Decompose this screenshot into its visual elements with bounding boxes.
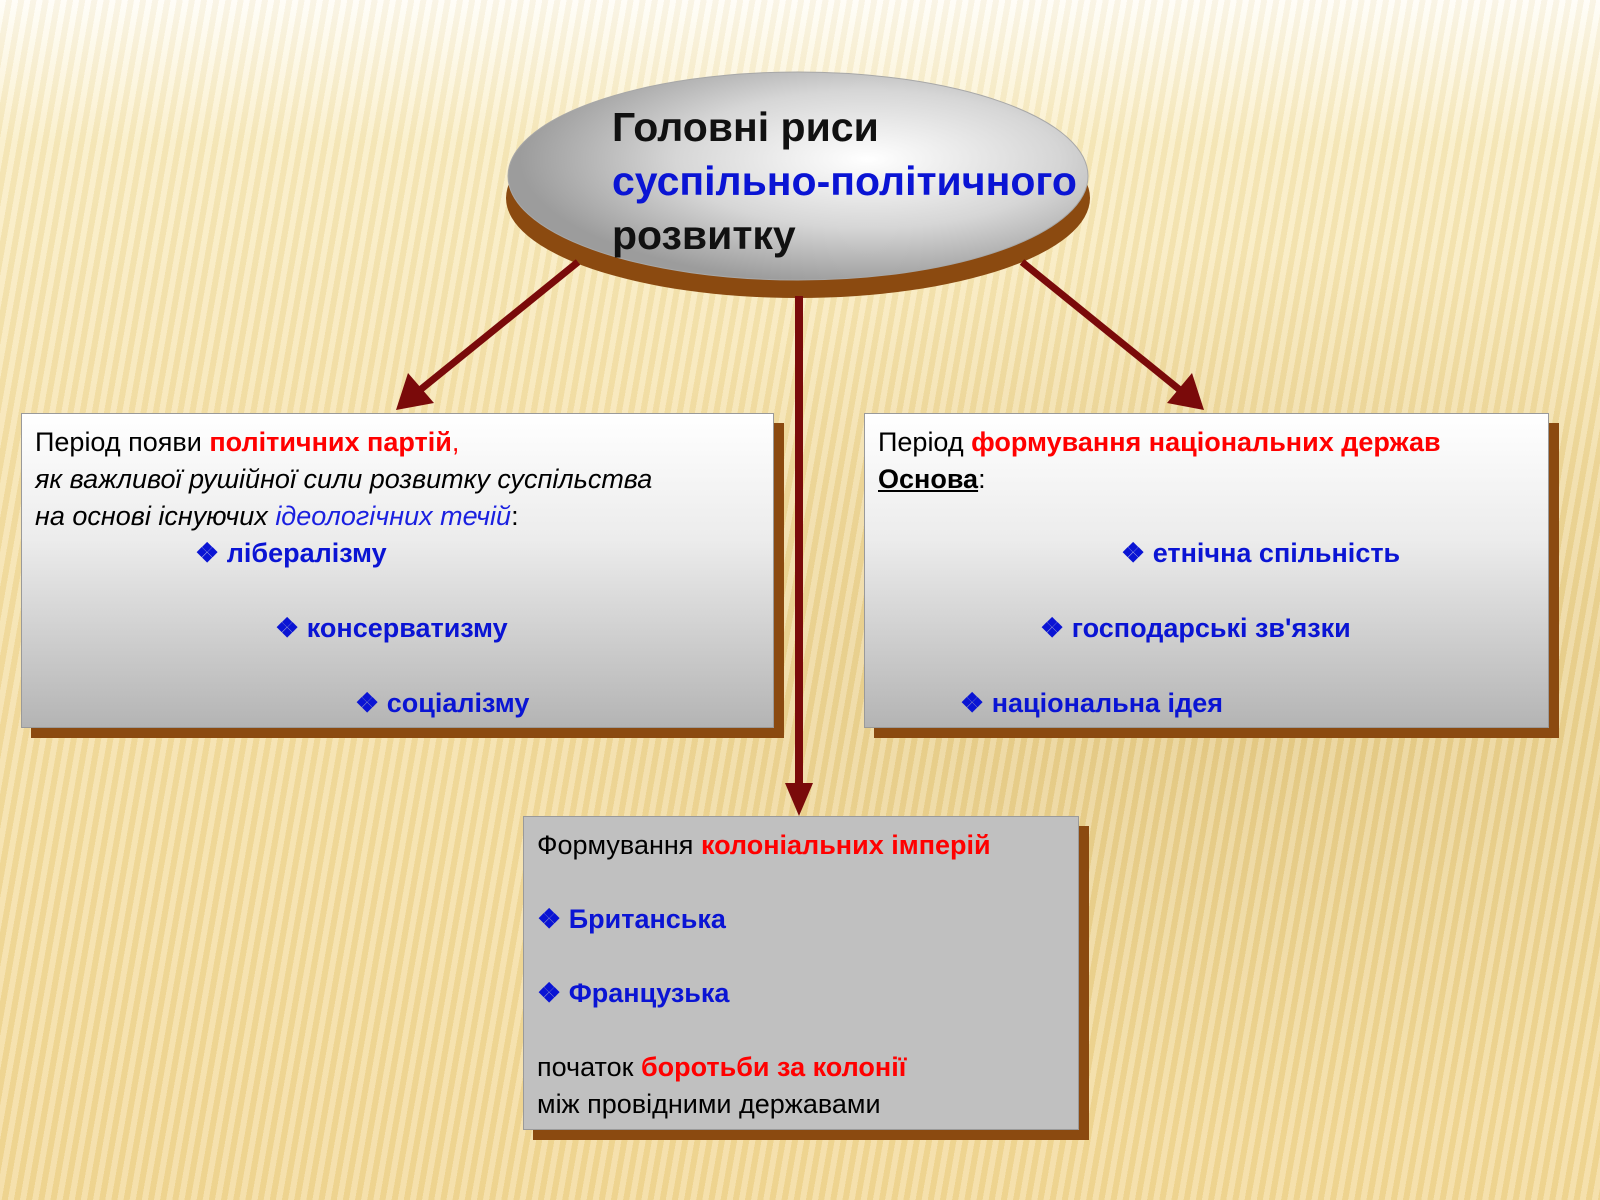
bottom-heading-prefix: Формування xyxy=(537,830,694,860)
diamond-bullet-icon: ❖ xyxy=(195,538,220,568)
basis-colon: : xyxy=(978,464,986,494)
right-box-heading: Період формування національних держав xyxy=(878,424,1441,461)
bottom-footer-line-2: між провідними державами xyxy=(537,1089,881,1119)
right-item-1: ❖ етнічна спільність xyxy=(1121,535,1400,572)
political-parties-box: Період появи політичних партій, як важли… xyxy=(21,413,774,728)
arrow-center xyxy=(785,296,813,816)
bottom-heading-highlight: колоніальних імперій xyxy=(700,830,991,860)
national-states-box: Період формування національних держав Ос… xyxy=(864,413,1549,728)
title-oval xyxy=(507,71,1089,281)
bottom-item-2: ❖ Французька xyxy=(537,975,729,1012)
left-item-1: ❖ лібералізму xyxy=(195,535,387,572)
arrow-left xyxy=(396,259,581,410)
diamond-bullet-icon: ❖ xyxy=(1121,538,1146,568)
left-box-heading: Період появи політичних партій, xyxy=(35,424,459,461)
left-box-line-2: як важливої рушійної сили розвитку суспі… xyxy=(35,464,653,494)
title-line-3: розвитку xyxy=(612,212,796,258)
left-line3-highlight: ідеологічних течій xyxy=(275,501,512,531)
left-heading-comma: , xyxy=(451,427,460,457)
diamond-bullet-icon: ❖ xyxy=(537,904,562,934)
right-item-3-label: національна ідея xyxy=(991,688,1223,718)
left-box-line-3: на основі існуючих ідеологічних течій: xyxy=(35,498,519,535)
bottom-item-1-label: Британська xyxy=(568,904,726,934)
diamond-bullet-icon: ❖ xyxy=(960,688,985,718)
bottom-item-2-label: Французька xyxy=(568,978,730,1008)
left-heading-highlight: політичних партій xyxy=(209,427,452,457)
footer-prefix: початок xyxy=(537,1052,634,1082)
colonial-empires-box: Формування колоніальних імперій ❖ Британ… xyxy=(523,816,1079,1130)
title-line-2: суспільно-політичного xyxy=(612,158,1077,204)
basis-label: Основа xyxy=(878,464,979,494)
left-heading-prefix: Період появи xyxy=(35,427,202,457)
left-item-3-label: соціалізму xyxy=(386,688,530,718)
diagram-title: Головні риси суспільно-політичного розви… xyxy=(612,100,1077,262)
right-item-2-label: господарські зв'язки xyxy=(1071,613,1351,643)
title-line-1: Головні риси xyxy=(612,104,879,150)
right-item-2: ❖ господарські зв'язки xyxy=(1040,610,1351,647)
left-item-1-label: лібералізму xyxy=(226,538,387,568)
left-line3-colon: : xyxy=(511,501,519,531)
left-item-2: ❖ консерватизму xyxy=(275,610,508,647)
left-item-3: ❖ соціалізму xyxy=(355,685,529,722)
arrow-right xyxy=(1019,259,1204,410)
right-item-1-label: етнічна спільність xyxy=(1152,538,1401,568)
right-heading-prefix: Період xyxy=(878,427,964,457)
left-item-2-label: консерватизму xyxy=(306,613,508,643)
bottom-box-heading: Формування колоніальних імперій xyxy=(537,827,991,864)
footer-highlight: боротьби за колонії xyxy=(640,1052,907,1082)
diamond-bullet-icon: ❖ xyxy=(1040,613,1065,643)
diamond-bullet-icon: ❖ xyxy=(355,688,380,718)
right-item-3: ❖ національна ідея xyxy=(960,685,1223,722)
right-box-basis: Основа: xyxy=(878,461,986,498)
diamond-bullet-icon: ❖ xyxy=(275,613,300,643)
left-line3-prefix: на основі існуючих xyxy=(35,501,268,531)
bottom-footer-line-1: початок боротьби за колонії xyxy=(537,1049,906,1086)
bottom-item-1: ❖ Британська xyxy=(537,901,726,938)
diamond-bullet-icon: ❖ xyxy=(537,978,562,1008)
right-heading-highlight: формування національних держав xyxy=(971,427,1441,457)
